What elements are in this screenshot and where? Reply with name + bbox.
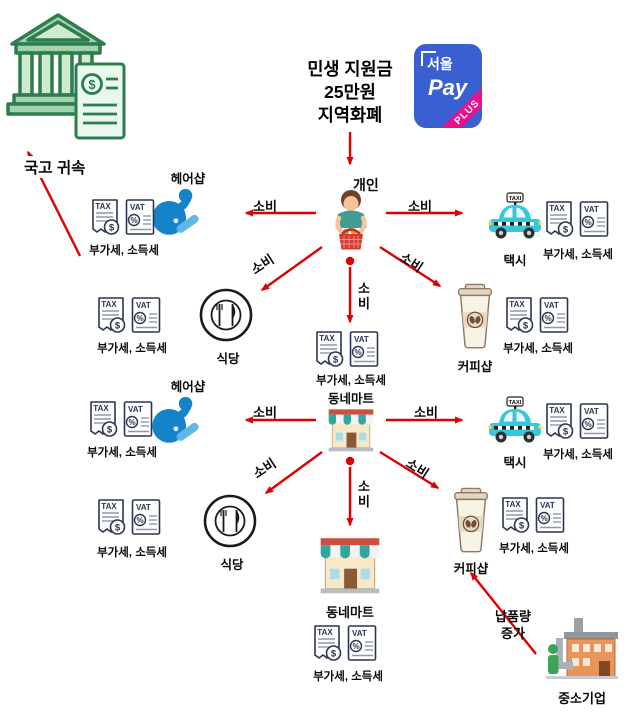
- tax-docs: [314, 330, 380, 368]
- coffee-shop-label: 커피샵: [457, 360, 493, 374]
- sme-label: 중소기업: [558, 691, 606, 706]
- restaurant-label: 식당: [220, 558, 244, 572]
- tax-income-label: 부가세, 소득세: [543, 249, 613, 261]
- focus-bracket-icon: [421, 51, 436, 66]
- factory-icon: [544, 616, 620, 682]
- tax-receipt-icon: [312, 624, 342, 662]
- vat-doc-icon: [346, 624, 378, 662]
- title-line-2: 25만원: [324, 82, 376, 103]
- person-label: 개인: [353, 177, 379, 193]
- hair-salon-label: 헤어샵: [170, 172, 206, 186]
- mart-icon: [314, 530, 386, 598]
- tax-income-label: 부가세, 소득세: [543, 449, 613, 461]
- seoulpay-logo: 서울 Pay PLUS: [414, 44, 482, 128]
- tax-income-label: 부가세, 소득세: [499, 543, 569, 555]
- tax-income-label: 부가세, 소득세: [316, 375, 386, 387]
- consume-label: 소비: [253, 199, 277, 214]
- restaurant-label: 식당: [216, 352, 240, 366]
- consume-label: 소비: [408, 199, 432, 214]
- supply-increase-label-line1: 납품량: [495, 609, 531, 624]
- consume-label: 소비: [358, 479, 370, 509]
- junction-dot: [345, 456, 355, 466]
- tax-receipt-icon: [96, 296, 126, 334]
- consume-label: 소비: [253, 405, 277, 420]
- restaurant-icon: [202, 492, 258, 550]
- tax-income-label: 부가세, 소득세: [503, 343, 573, 355]
- program-title: 민생 지원금 25만원 지역화폐: [282, 58, 418, 127]
- tax-receipt-icon: [544, 200, 574, 238]
- vat-doc-icon: [534, 496, 566, 534]
- arrow-person-to-coffee: [379, 245, 442, 288]
- coffee-shop-icon: [448, 486, 494, 556]
- seoulpay-text-pay: Pay: [428, 75, 468, 100]
- hair-salon-icon: [146, 394, 200, 450]
- bank-treasury-icon: [4, 8, 128, 144]
- title-line-3: 지역화폐: [317, 105, 383, 126]
- tax-receipt-icon: [90, 198, 120, 236]
- tax-receipt-icon: [88, 400, 118, 438]
- tax-docs: [96, 498, 162, 536]
- vat-doc-icon: [130, 498, 162, 536]
- tax-income-label: 부가세, 소득세: [97, 343, 167, 355]
- vat-doc-icon: [578, 402, 610, 440]
- tax-docs: [312, 624, 378, 662]
- mart-label: 동네마트: [326, 605, 374, 620]
- consume-label: 소비: [358, 281, 370, 311]
- tax-docs: [90, 198, 156, 236]
- taxi-label: 택시: [503, 456, 527, 470]
- supply-increase-label-line2: 증가: [501, 626, 525, 641]
- vat-doc-icon: [130, 296, 162, 334]
- tax-income-label: 부가세, 소득세: [313, 671, 383, 683]
- tax-docs: [544, 200, 610, 238]
- tax-docs: [544, 402, 610, 440]
- taxi-icon: [486, 192, 544, 246]
- tax-receipt-icon: [500, 496, 530, 534]
- title-line-1: 민생 지원금: [307, 59, 393, 79]
- taxi-icon: [486, 396, 544, 450]
- seoulpay-text-seoul: 서울: [427, 56, 453, 72]
- arrow-mart-to-restaurant: [264, 451, 323, 494]
- person-icon: [324, 184, 378, 258]
- vat-doc-icon: [578, 200, 610, 238]
- tax-income-label: 부가세, 소득세: [97, 547, 167, 559]
- tax-docs: [96, 296, 162, 334]
- treasury-label: 국고 귀속: [22, 156, 88, 178]
- tax-receipt-icon: [504, 296, 534, 334]
- tax-income-label: 부가세, 소득세: [87, 447, 157, 459]
- coffee-shop-icon: [452, 282, 498, 352]
- tax-receipt-icon: [314, 330, 344, 368]
- vat-doc-icon: [124, 198, 156, 236]
- arrow-person-to-restaurant: [260, 246, 323, 291]
- vat-doc-icon: [538, 296, 570, 334]
- coffee-shop-label: 커피샵: [453, 562, 489, 576]
- arrow-sme-to-coffee: [470, 571, 537, 655]
- arrow-mart-to-coffee: [379, 450, 440, 490]
- vat-doc-icon: [348, 330, 380, 368]
- tax-docs: [504, 296, 570, 334]
- restaurant-icon: [198, 286, 254, 344]
- mart-icon: [326, 402, 376, 456]
- consume-label: 소비: [414, 405, 438, 420]
- vat-doc-icon: [122, 400, 154, 438]
- tax-docs: [500, 496, 566, 534]
- tax-receipt-icon: [96, 498, 126, 536]
- hair-salon-label: 헤어샵: [170, 380, 206, 394]
- tax-receipt-icon: [544, 402, 574, 440]
- tax-docs: [88, 400, 154, 438]
- tax-income-label: 부가세, 소득세: [89, 245, 159, 257]
- taxi-label: 택시: [503, 254, 527, 268]
- mart-label: 동네마트: [327, 392, 374, 406]
- junction-dot: [345, 256, 355, 266]
